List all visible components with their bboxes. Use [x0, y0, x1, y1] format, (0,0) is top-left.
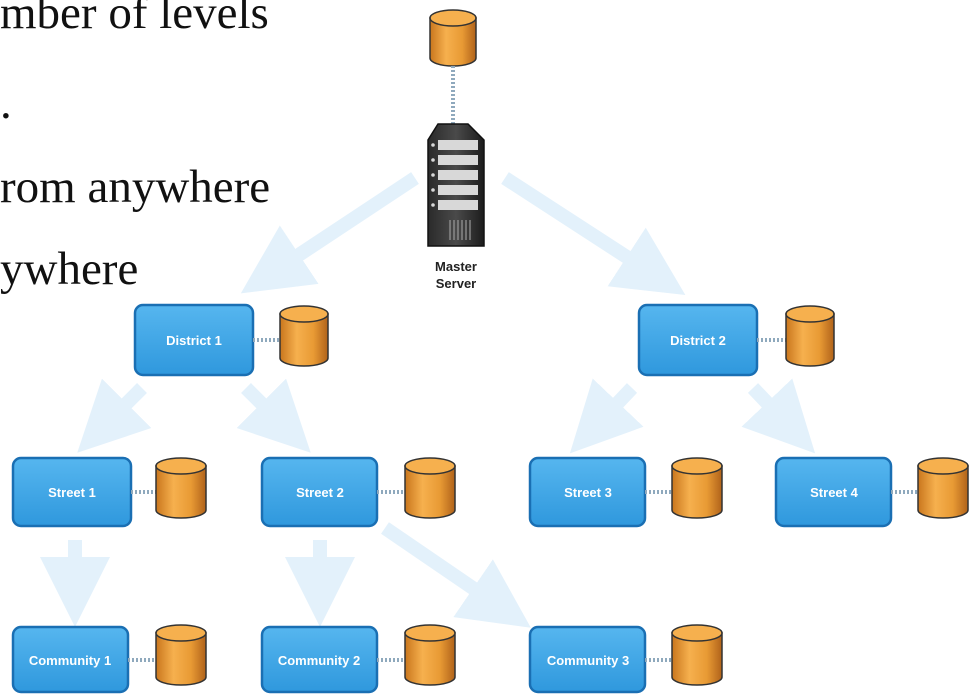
node-district-1: District 1	[133, 303, 255, 377]
connection-arrows	[40, 172, 816, 628]
node-label-community-3: Community 3	[547, 653, 629, 668]
master-server-label-line-1: Master	[435, 259, 477, 274]
node-street-4: Street 4	[774, 456, 893, 528]
background-text-line-4: ywhere	[0, 243, 139, 295]
background-text-line-1: mber of levels	[0, 0, 269, 39]
database-icon-district-2	[785, 305, 835, 367]
arrow-district-1-street-1	[77, 378, 152, 453]
database-icon-street-2	[404, 457, 456, 519]
arrow-street-2-community-3	[381, 522, 531, 628]
node-community-1: Community 1	[11, 625, 130, 694]
node-label-street-4: Street 4	[810, 485, 858, 500]
node-label-street-3: Street 3	[564, 485, 612, 500]
node-label-district-2: District 2	[670, 333, 726, 348]
node-street-2: Street 2	[260, 456, 379, 528]
node-label-community-2: Community 2	[278, 653, 360, 668]
database-icon-community-2	[404, 624, 456, 686]
arrow-district-2-street-3	[569, 378, 644, 454]
database-icon-street-3	[671, 457, 723, 519]
node-label-street-1: Street 1	[48, 485, 96, 500]
node-community-2: Community 2	[260, 625, 379, 694]
node-community-3: Community 3	[528, 625, 647, 694]
master-server-label-line-2: Server	[436, 276, 476, 291]
database-icon-street-1	[155, 457, 207, 519]
arrow-district-1-street-2	[236, 378, 311, 453]
arrow-district-2-street-4	[741, 378, 816, 454]
database-icon-community-3	[671, 624, 723, 686]
node-district-2: District 2	[637, 303, 759, 377]
arrow-master-district-2	[501, 172, 686, 296]
node-label-street-2: Street 2	[296, 485, 344, 500]
node-street-1: Street 1	[11, 456, 133, 528]
arrow-master-district-1	[240, 172, 419, 294]
database-icon-district-1	[279, 305, 329, 367]
background-text-line-2: .	[0, 77, 12, 129]
database-icon-community-1	[155, 624, 207, 686]
database-icon-street-4	[917, 457, 969, 519]
node-street-3: Street 3	[528, 456, 647, 528]
background-text-line-3: rom anywhere	[0, 161, 271, 213]
node-label-community-1: Community 1	[29, 653, 111, 668]
node-label-district-1: District 1	[166, 333, 222, 348]
master-database-icon	[429, 9, 477, 67]
master-server-icon	[427, 123, 485, 247]
